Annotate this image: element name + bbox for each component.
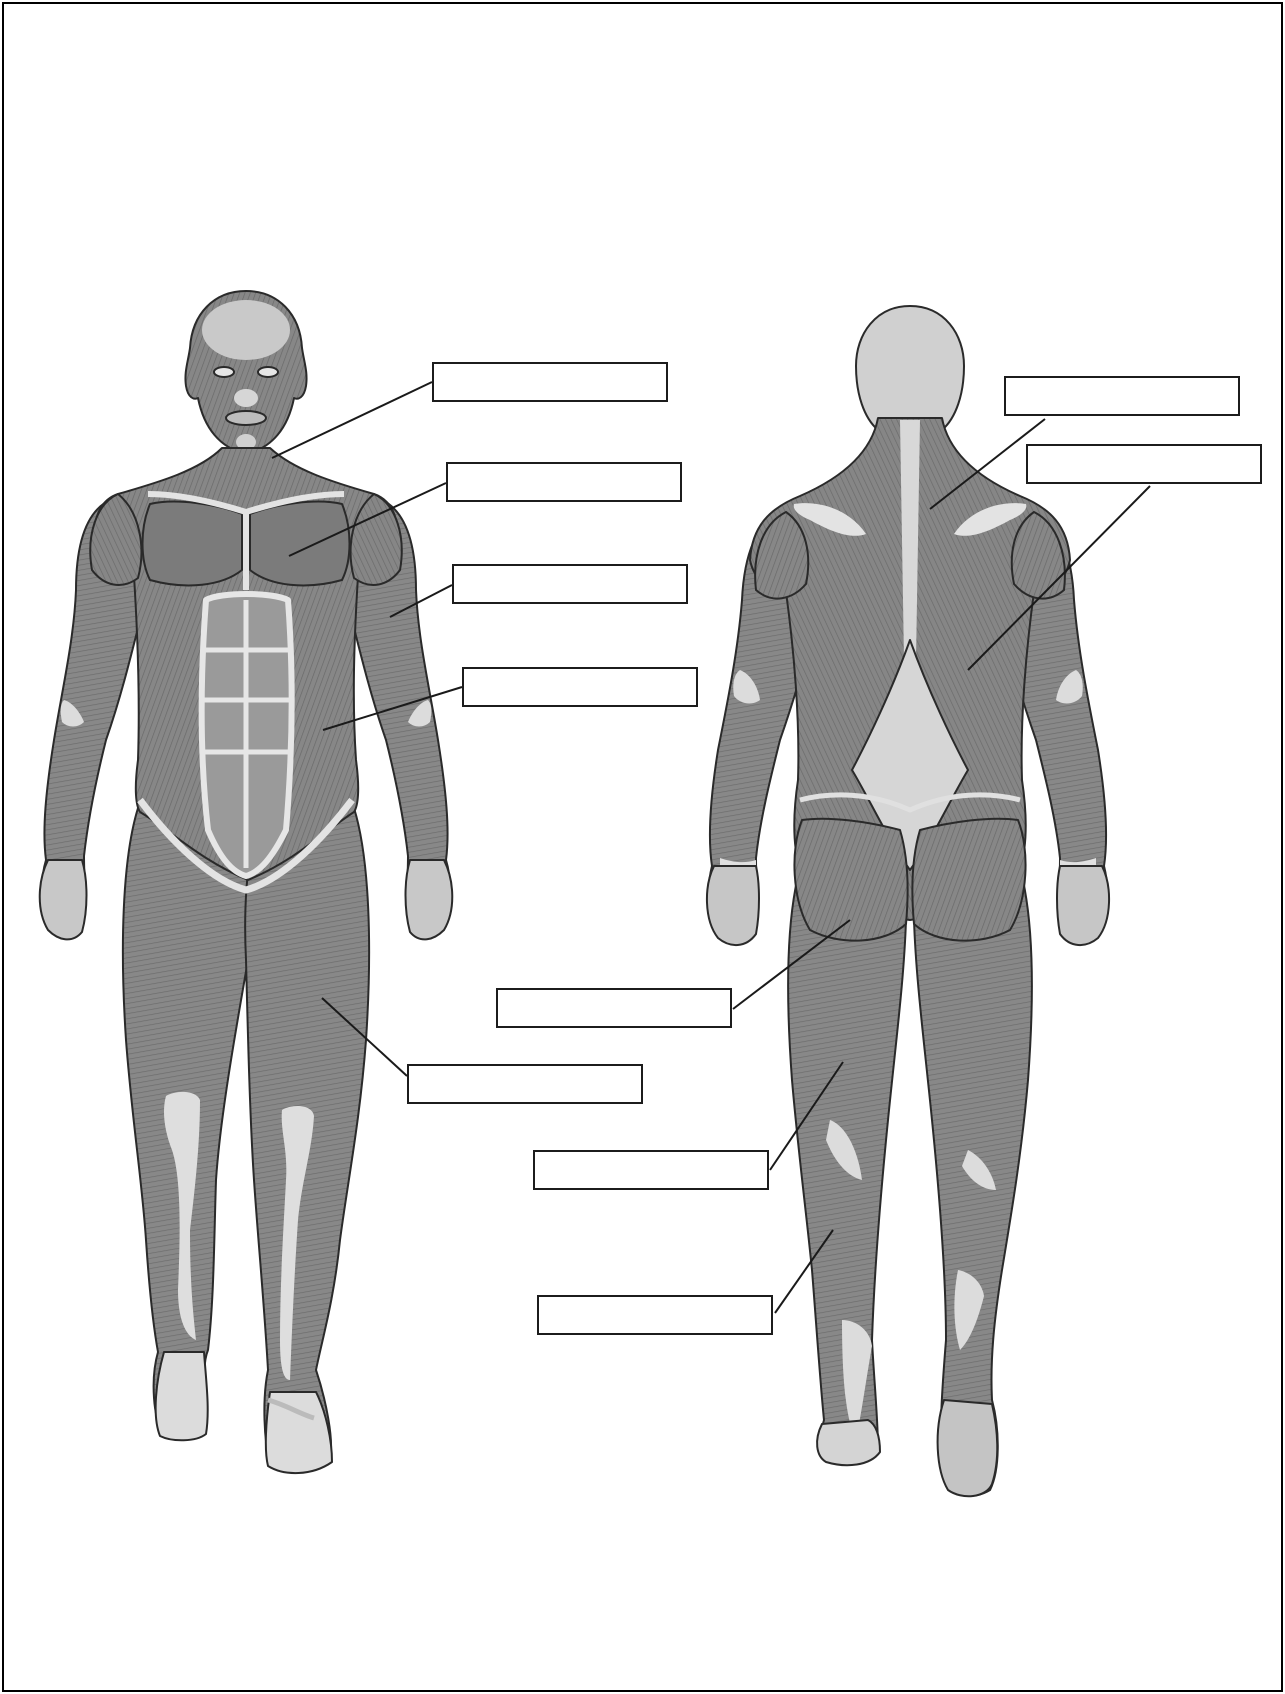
label-box-biceps[interactable] [452,564,688,604]
label-box-external-oblique[interactable] [462,667,698,707]
label-box-pectoralis-major[interactable] [446,462,682,502]
anterior-right-hand [406,860,453,939]
label-box-trapezius[interactable] [1004,376,1240,416]
label-box-gastrocnemius[interactable] [537,1295,773,1335]
anterior-left-hand [40,860,87,939]
anterior-pectoral-left [143,502,243,586]
posterior-right-hand [1057,866,1109,945]
posterior-gluteus-right [912,819,1025,941]
label-box-latissimus-dorsi[interactable] [1026,444,1262,484]
posterior-right-foot [938,1400,998,1496]
anterior-left-foot [156,1352,208,1440]
posterior-left-hand [707,866,759,945]
posterior-left-foot [817,1420,880,1465]
posterior-head [856,306,964,430]
label-box-hamstrings[interactable] [533,1150,769,1190]
label-box-sternocleidomastoid[interactable] [432,362,668,402]
anterior-view [40,291,453,1473]
posterior-gluteus-left [794,819,907,941]
anterior-pectoral-right [250,502,350,586]
label-box-gluteus-maximus[interactable] [496,988,732,1028]
label-box-quadriceps[interactable] [407,1064,643,1104]
